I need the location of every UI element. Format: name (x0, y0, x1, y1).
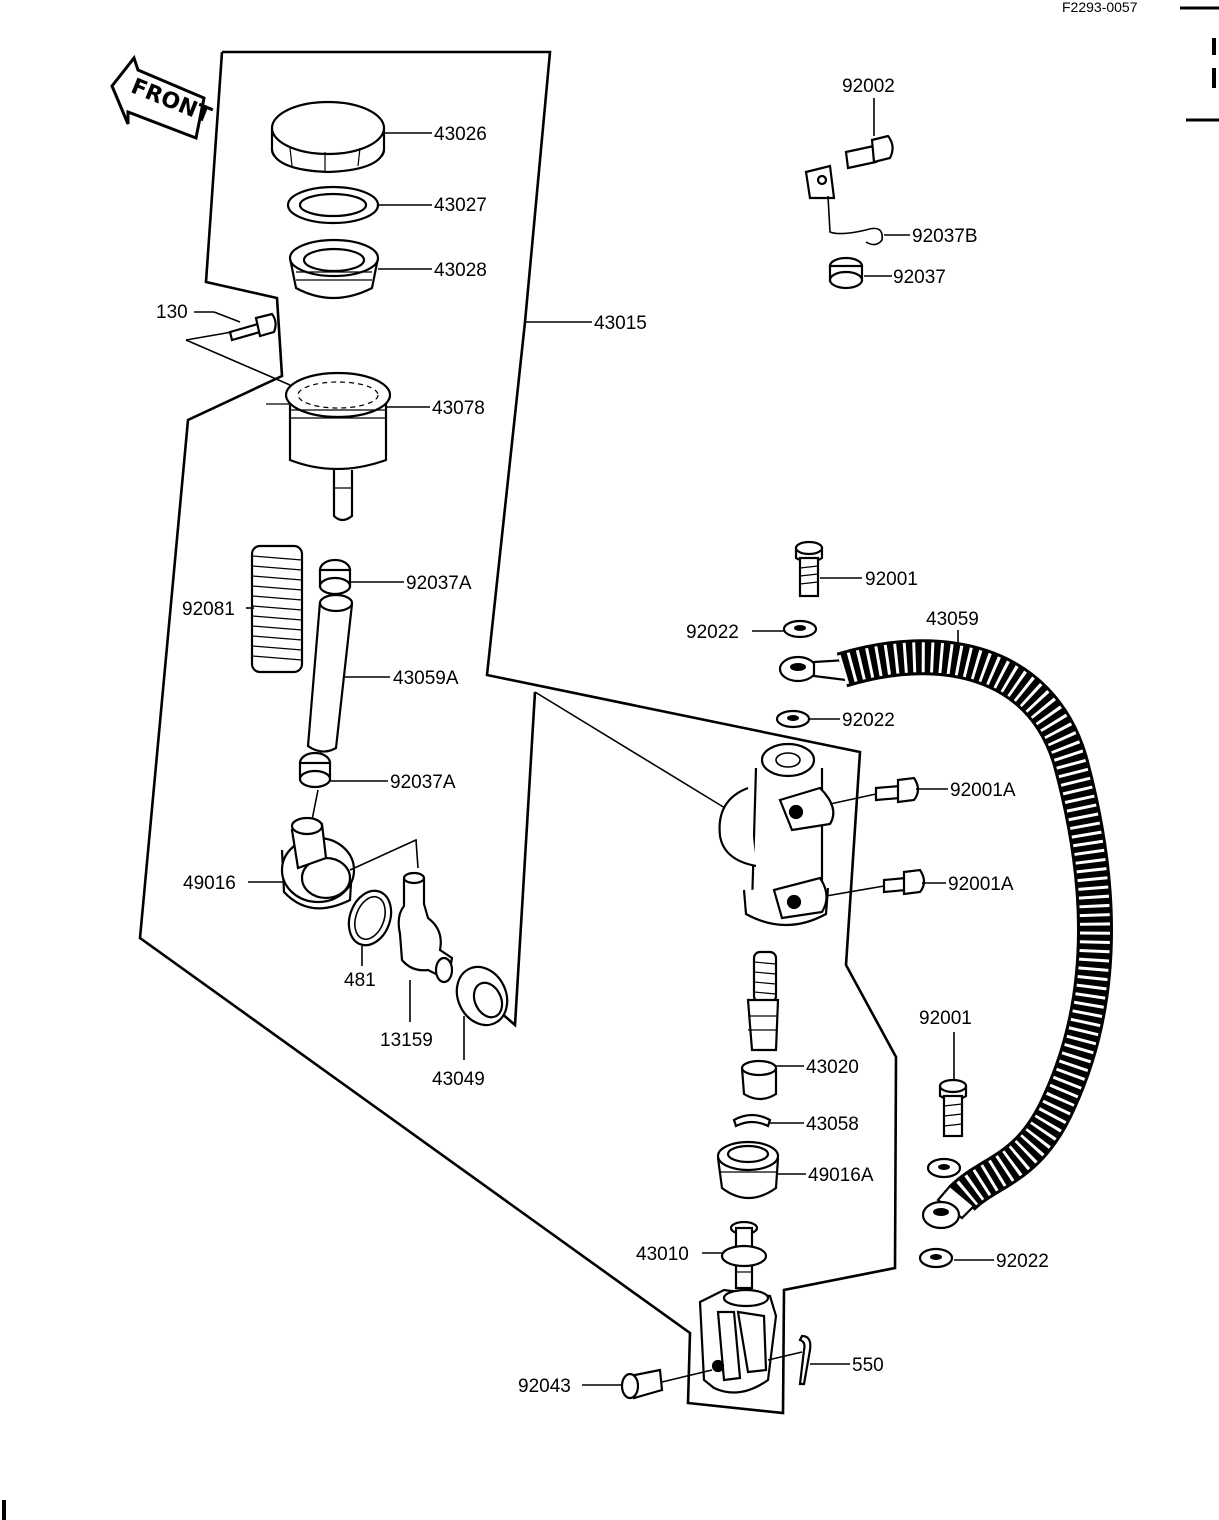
elbow-fitting (397, 871, 454, 984)
hose-clamp-top (318, 558, 352, 596)
label-92037B: 92037B (912, 226, 978, 247)
label-43020: 43020 (806, 1057, 859, 1078)
banjo-bolt-right (938, 1078, 968, 1138)
label-92037A-top: 92037A (406, 573, 472, 594)
spring-92081 (250, 544, 304, 674)
front-arrow-icon: FRONT (110, 54, 215, 141)
washer-c (918, 1247, 954, 1269)
master-cylinder-body (718, 742, 835, 927)
piston-assembly (740, 950, 780, 1101)
washer-b (775, 709, 811, 729)
dust-boot (716, 1140, 780, 1200)
label-92022-c: 92022 (996, 1251, 1049, 1272)
label-43058: 43058 (806, 1114, 859, 1135)
clamp-92037 (828, 256, 864, 290)
label-92001A-bottom: 92001A (948, 874, 1014, 895)
banjo-bolt-top (794, 540, 824, 598)
label-92001A-top: 92001A (950, 780, 1016, 801)
label-92037: 92037 (893, 267, 946, 288)
washer-right-upper (926, 1157, 962, 1179)
label-43059: 43059 (926, 609, 979, 630)
clevis-pin (620, 1368, 664, 1400)
label-43028: 43028 (434, 260, 487, 281)
reservoir-hose (306, 593, 354, 753)
label-550: 550 (852, 1355, 884, 1376)
reservoir-cap (270, 100, 386, 174)
bleeder-bolt-top (874, 776, 920, 804)
hose-connector (280, 816, 356, 910)
label-49016: 49016 (183, 873, 236, 894)
label-92022-a: 92022 (686, 622, 739, 643)
label-43026: 43026 (434, 124, 487, 145)
bolt-130 (228, 312, 277, 342)
cotter-pin (798, 1334, 812, 1386)
reservoir-tank (266, 371, 392, 522)
label-43027: 43027 (434, 195, 487, 216)
label-92043: 92043 (518, 1376, 571, 1397)
label-43049: 43049 (432, 1069, 485, 1090)
label-43059A: 43059A (393, 668, 459, 689)
label-43015: 43015 (594, 313, 647, 334)
label-92022-b: 92022 (842, 710, 895, 731)
washer-a (782, 619, 818, 639)
grommet-seal (455, 965, 509, 1027)
circlip (347, 889, 393, 947)
hose-bracket (804, 164, 883, 246)
label-130: 130 (156, 302, 188, 323)
label-92001-right: 92001 (919, 1008, 972, 1029)
label-92002: 92002 (842, 76, 895, 97)
hose-clamp-bottom (298, 751, 332, 789)
figure-code: F2293-0057 (1062, 0, 1138, 15)
bracket-bolt (844, 134, 894, 170)
inner-outline (499, 691, 537, 1028)
assembly-outline-43015 (138, 50, 898, 1415)
bleeder-bolt-bottom (882, 868, 926, 896)
label-49016A: 49016A (808, 1165, 874, 1186)
circlip-43058 (732, 1113, 772, 1128)
label-43078: 43078 (432, 398, 485, 419)
label-92001-top: 92001 (865, 569, 918, 590)
label-43010: 43010 (636, 1244, 689, 1265)
label-92081: 92081 (182, 599, 235, 620)
diaphragm (288, 238, 380, 300)
brake-hose (778, 639, 1113, 1230)
push-rod (720, 1220, 768, 1290)
diaphragm-plate (286, 185, 380, 225)
label-481: 481 (344, 970, 376, 991)
label-13159: 13159 (380, 1030, 433, 1051)
clevis (698, 1288, 778, 1394)
label-92037A-bottom: 92037A (390, 772, 456, 793)
